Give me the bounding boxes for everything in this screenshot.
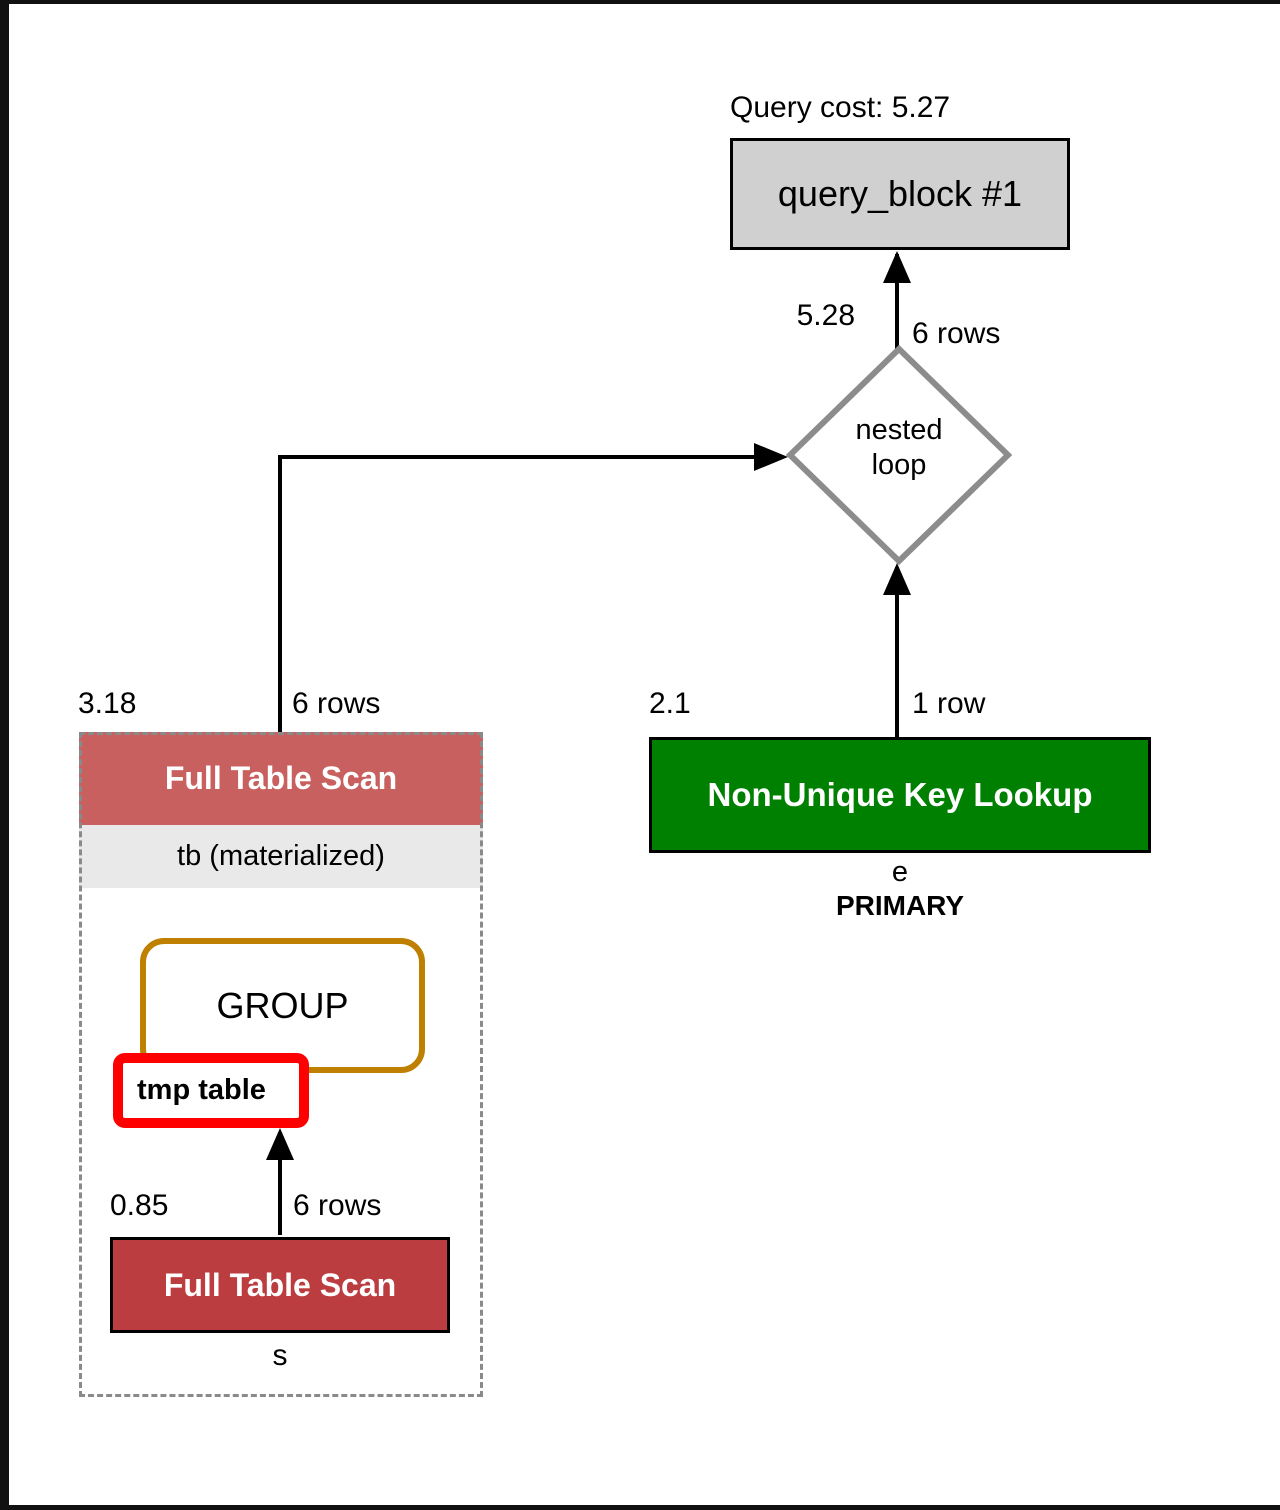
materialized-table-bar: tb (materialized) xyxy=(79,825,483,888)
tmp-table-node[interactable]: tmp table xyxy=(113,1053,309,1128)
edge-nested-to-query-line xyxy=(895,254,899,354)
edge-materialized-arrowhead xyxy=(754,443,788,471)
tmp-table-label: tmp table xyxy=(137,1074,266,1106)
edge-lookup-line xyxy=(895,567,899,737)
window-edge-top xyxy=(9,0,1280,4)
inner-scan-table-label: s xyxy=(272,1339,288,1372)
key-lookup-label: Non-Unique Key Lookup xyxy=(707,776,1093,813)
edge-materialized-vline xyxy=(278,457,282,732)
key-lookup-index-label: PRIMARY xyxy=(835,890,965,921)
key-lookup-table-label: e xyxy=(891,856,909,888)
edge-nested-to-query-cost: 5.28 xyxy=(796,299,855,332)
window-edge-left xyxy=(0,0,9,1510)
query-block-label: query_block #1 xyxy=(777,173,1023,214)
window-edge-bottom xyxy=(0,1505,1280,1510)
full-table-scan-label: Full Table Scan xyxy=(164,760,398,796)
query-cost-label: Query cost: 5.27 xyxy=(730,91,951,124)
edge-scan-to-tmp-arrowhead xyxy=(266,1128,294,1160)
query-block-node[interactable]: query_block #1 xyxy=(730,138,1070,250)
edge-materialized-hline xyxy=(278,455,756,459)
edge-lookup-cost: 2.1 xyxy=(649,687,691,720)
edge-scan-to-tmp-rows: 6 rows xyxy=(293,1189,382,1222)
edge-materialized-rows: 6 rows xyxy=(292,687,381,720)
materialized-table-label: tb (materialized) xyxy=(177,840,385,872)
materialized-container: Full Table Scan tb (materialized) GROUP … xyxy=(79,732,483,1397)
group-label: GROUP xyxy=(216,984,349,1026)
nested-loop-label: nested loop xyxy=(855,414,943,481)
nested-loop-node[interactable] xyxy=(786,345,1012,565)
edge-lookup-rows: 1 row xyxy=(912,687,986,720)
edge-nested-to-query-arrowhead xyxy=(883,251,911,283)
full-table-scan-node-tb[interactable]: Full Table Scan xyxy=(79,732,483,825)
key-lookup-node[interactable]: Non-Unique Key Lookup xyxy=(649,737,1151,853)
inner-scan-label: Full Table Scan xyxy=(163,1266,397,1303)
edge-scan-to-tmp-line xyxy=(278,1132,282,1235)
edge-nested-to-query-rows: 6 rows xyxy=(912,317,1001,350)
full-table-scan-node-s[interactable]: Full Table Scan xyxy=(110,1237,450,1333)
edge-materialized-cost: 3.18 xyxy=(78,687,137,720)
edge-scan-to-tmp-cost: 0.85 xyxy=(110,1189,169,1222)
edge-lookup-arrowhead xyxy=(883,563,911,595)
